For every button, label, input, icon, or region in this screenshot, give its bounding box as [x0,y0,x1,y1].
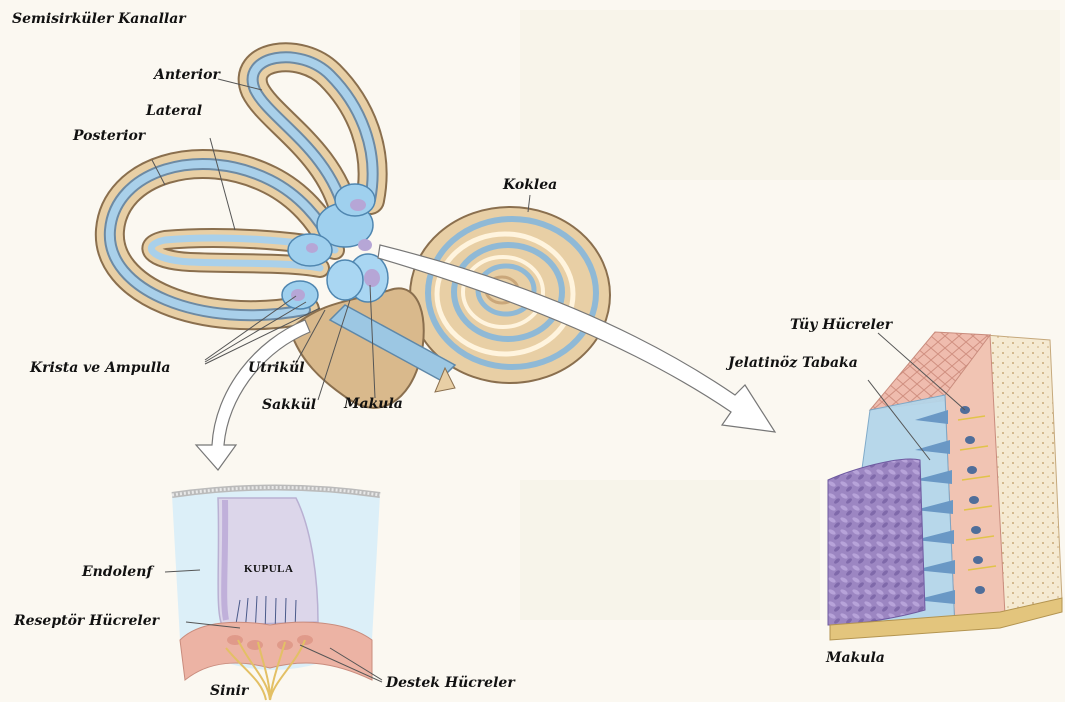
hair-cells-label: Tüy Hücreler [790,318,892,332]
saccule-label: Sakkül [262,398,316,412]
semicircular-canals-label: Semisirküler Kanallar [12,12,186,26]
crista-cross-section [172,488,380,701]
posterior-label: Posterior [73,129,145,143]
cochlea-label: Koklea [503,178,557,192]
cupula-label: KUPULA [244,564,293,575]
support-cells-label: Destek Hücreler [386,676,515,690]
crista-ampulla-label: Krista ve Ampulla [30,361,170,375]
arrow-to-cupula [196,320,310,470]
gelatinous-layer-label: Jelatinöz Tabaka [728,356,858,370]
endolymph-label: Endolenf [82,565,152,579]
macula-bottom-label: Makula [826,651,885,665]
receptor-cells-label: Reseptör Hücreler [14,614,159,628]
nerve-label: Sinir [210,684,248,698]
macula-block [828,332,1062,640]
utricle-label: Utrikül [248,361,305,375]
macula-top-label: Makula [344,397,403,411]
cupula-shape [218,498,318,625]
lateral-label: Lateral [146,104,202,118]
anterior-label: Anterior [154,68,220,82]
